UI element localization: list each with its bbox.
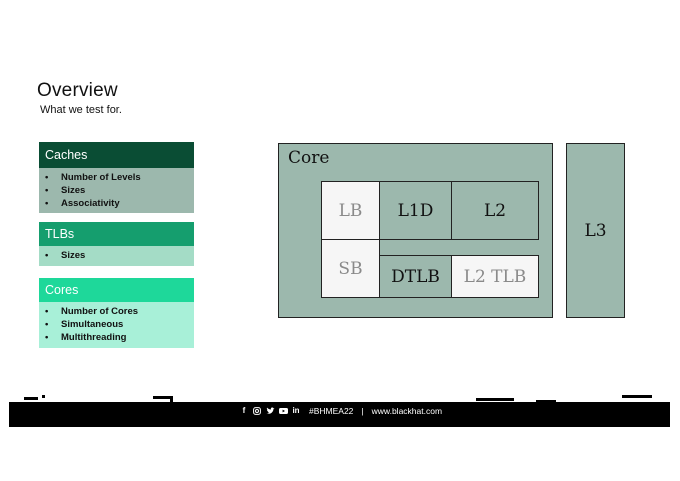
footer-decor xyxy=(42,395,45,398)
list-item: Sizes xyxy=(45,249,194,262)
footer-social: f in #BHMEA22 | www.blackhat.com xyxy=(240,406,442,416)
footer-website-link[interactable]: www.blackhat.com xyxy=(371,406,443,416)
list-item: Number of Levels xyxy=(45,171,194,184)
slide-subtitle: What we test for. xyxy=(40,104,122,116)
footer-decor xyxy=(24,397,38,400)
twitter-icon[interactable] xyxy=(266,407,275,415)
dtlb-cell: DTLB xyxy=(379,255,452,298)
footer-decor xyxy=(622,395,652,398)
list-item: Multithreading xyxy=(45,331,194,344)
footer-decor xyxy=(170,396,173,403)
list-item: Sizes xyxy=(45,184,194,197)
lb-cell: LB xyxy=(321,181,380,240)
footer-decor xyxy=(476,398,514,401)
list-item: Associativity xyxy=(45,197,194,210)
cores-card-title: Cores xyxy=(39,278,194,302)
caches-card-body: Number of Levels Sizes Associativity xyxy=(39,168,194,213)
tlbs-card-title: TLBs xyxy=(39,222,194,246)
cores-card-body: Number of Cores Simultaneous Multithread… xyxy=(39,302,194,348)
slide-title: Overview xyxy=(37,80,118,101)
instagram-icon[interactable] xyxy=(253,407,261,415)
l2-cell: L2 xyxy=(451,181,539,240)
caches-card-title: Caches xyxy=(39,142,194,168)
list-item: Number of Cores xyxy=(45,305,194,318)
core-label: Core xyxy=(288,148,330,168)
l3-box: L3 xyxy=(566,143,625,318)
list-item: Simultaneous xyxy=(45,318,194,331)
l1d-cell: L1D xyxy=(379,181,452,240)
youtube-icon[interactable] xyxy=(279,407,288,415)
footer-decor xyxy=(153,396,173,399)
footer-decor xyxy=(536,400,556,403)
footer-separator: | xyxy=(361,406,364,416)
facebook-icon[interactable]: f xyxy=(242,406,246,415)
tlbs-card: TLBs Sizes xyxy=(39,222,194,266)
footer-bar xyxy=(9,402,670,427)
tlbs-card-body: Sizes xyxy=(39,246,194,266)
cores-card: Cores Number of Cores Simultaneous Multi… xyxy=(39,278,194,348)
linkedin-icon[interactable]: in xyxy=(292,406,300,415)
l2-tlb-cell: L2 TLB xyxy=(451,255,539,298)
footer-hashtag: #BHMEA22 xyxy=(309,406,354,416)
caches-card: Caches Number of Levels Sizes Associativ… xyxy=(39,142,194,213)
sb-cell: SB xyxy=(321,239,380,298)
